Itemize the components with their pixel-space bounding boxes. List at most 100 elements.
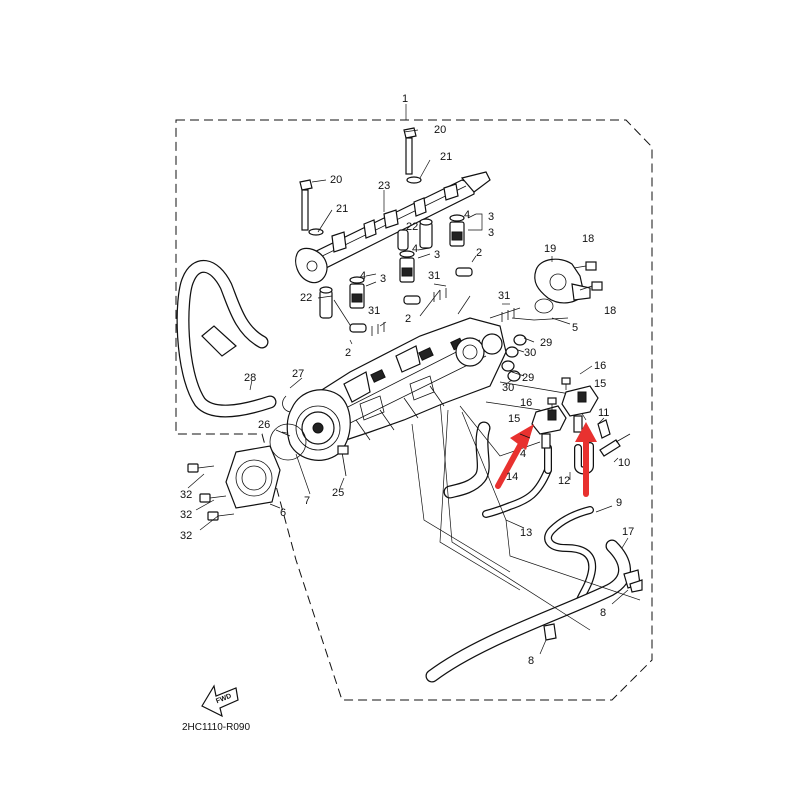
- callout-23: 23: [378, 180, 390, 192]
- screw-18-a[interactable]: [573, 261, 597, 271]
- callout-31: 31: [368, 305, 380, 317]
- clip-27[interactable]: [282, 395, 291, 413]
- injector-4-a[interactable]: [449, 214, 465, 247]
- callout-4: 4: [412, 243, 418, 255]
- callout-20: 20: [330, 174, 342, 186]
- callout-26: 26: [258, 419, 270, 431]
- injector-4-c[interactable]: [349, 276, 365, 309]
- callout-1: 1: [402, 93, 408, 105]
- callout-4: 4: [360, 270, 366, 282]
- seal-2-c[interactable]: [349, 323, 367, 333]
- washer-21-left[interactable]: [308, 228, 324, 236]
- callout-10: 10: [618, 457, 630, 469]
- clamp-8-bottom[interactable]: [543, 623, 557, 641]
- callout-28: 28: [244, 372, 256, 384]
- callout-29: 29: [540, 337, 552, 349]
- callout-8: 8: [528, 655, 534, 667]
- callout-30: 30: [524, 347, 536, 359]
- callout-32: 32: [180, 489, 192, 501]
- screw-25[interactable]: [337, 445, 349, 477]
- callout-14: 14: [506, 471, 518, 483]
- gasket-26[interactable]: [269, 423, 307, 461]
- hose-28[interactable]: [176, 259, 277, 418]
- joint-10[interactable]: [599, 433, 631, 457]
- fuel-rail[interactable]: [295, 171, 491, 284]
- callout-16: 16: [520, 397, 532, 409]
- callout-32: 32: [180, 509, 192, 521]
- injector-4-b[interactable]: [399, 250, 415, 283]
- cover-6[interactable]: [225, 445, 281, 509]
- diagram-code: 2HC1110-R090: [182, 722, 250, 733]
- collar-29-a[interactable]: [513, 334, 527, 346]
- callout-8: 8: [600, 607, 606, 619]
- callout-29: 29: [522, 372, 534, 384]
- hose-17[interactable]: [425, 539, 631, 683]
- screw-18-b[interactable]: [579, 281, 603, 291]
- fwd-arrow-icon: FWD: [201, 684, 239, 718]
- joint-11[interactable]: [597, 419, 611, 439]
- callout-11: 11: [598, 407, 609, 419]
- callout-21: 21: [336, 203, 348, 215]
- callout-32: 32: [180, 530, 192, 542]
- callout-6: 6: [280, 507, 286, 519]
- callout-31: 31: [498, 290, 510, 302]
- callout-2: 2: [345, 347, 351, 359]
- callout-19: 19: [544, 243, 556, 255]
- callout-15: 15: [594, 378, 606, 390]
- screw-32-b[interactable]: [199, 493, 227, 503]
- callout-4: 4: [464, 209, 470, 221]
- callout-2: 2: [405, 313, 411, 325]
- callout-5: 5: [572, 322, 578, 334]
- bolt-20-right[interactable]: [403, 127, 417, 175]
- bolt-16-b[interactable]: [561, 377, 571, 390]
- bolt-20-left[interactable]: [299, 179, 313, 231]
- callout-3: 3: [434, 249, 440, 261]
- sensor-19[interactable]: [534, 258, 591, 304]
- seal-2-a[interactable]: [455, 267, 473, 277]
- callout-20: 20: [434, 124, 446, 136]
- sensor-15-left[interactable]: [531, 405, 567, 449]
- callout-17: 17: [622, 526, 634, 538]
- callout-4: 4: [520, 448, 526, 460]
- valve-housing-7[interactable]: [286, 389, 351, 461]
- callout-15: 15: [508, 413, 520, 425]
- sensor-15-right[interactable]: [561, 385, 599, 433]
- callout-3: 3: [488, 227, 494, 239]
- callout-22: 22: [300, 292, 312, 304]
- callout-13: 13: [520, 527, 532, 539]
- callout-12: 12: [558, 475, 570, 487]
- callout-25: 25: [332, 487, 344, 499]
- callout-3: 3: [380, 273, 386, 285]
- seal-2-b[interactable]: [403, 295, 421, 305]
- callout-18: 18: [582, 233, 594, 245]
- callout-18: 18: [604, 305, 616, 317]
- spacer-22-right[interactable]: [419, 218, 433, 249]
- red-arrow-left: [495, 424, 534, 489]
- callout-16: 16: [594, 360, 606, 372]
- collar-30-a[interactable]: [505, 346, 519, 358]
- hose-14[interactable]: [443, 421, 491, 499]
- callout-21: 21: [440, 151, 452, 163]
- callout-9: 9: [616, 497, 622, 509]
- callout-3: 3: [488, 211, 494, 223]
- callout-31: 31: [428, 270, 440, 282]
- callout-7: 7: [304, 495, 310, 507]
- screw-32-a[interactable]: [187, 463, 215, 473]
- spacer-22-left[interactable]: [319, 286, 333, 319]
- hose-9[interactable]: [544, 506, 597, 604]
- bolt-16-a[interactable]: [547, 397, 557, 410]
- callout-27: 27: [292, 368, 304, 380]
- assembly-boundary: [175, 119, 653, 701]
- callout-leaders: [187, 104, 629, 655]
- washer-21-right[interactable]: [406, 176, 422, 184]
- spacer-22-center[interactable]: [397, 229, 409, 251]
- callout-30: 30: [502, 382, 514, 394]
- collar-30-b[interactable]: [501, 360, 515, 372]
- oring-5[interactable]: [534, 298, 554, 314]
- hose-13[interactable]: [482, 444, 552, 518]
- clamp-8-right[interactable]: [623, 569, 643, 593]
- callout-22: 22: [406, 221, 418, 233]
- red-arrow-right: [575, 422, 597, 497]
- screw-32-c[interactable]: [207, 511, 235, 521]
